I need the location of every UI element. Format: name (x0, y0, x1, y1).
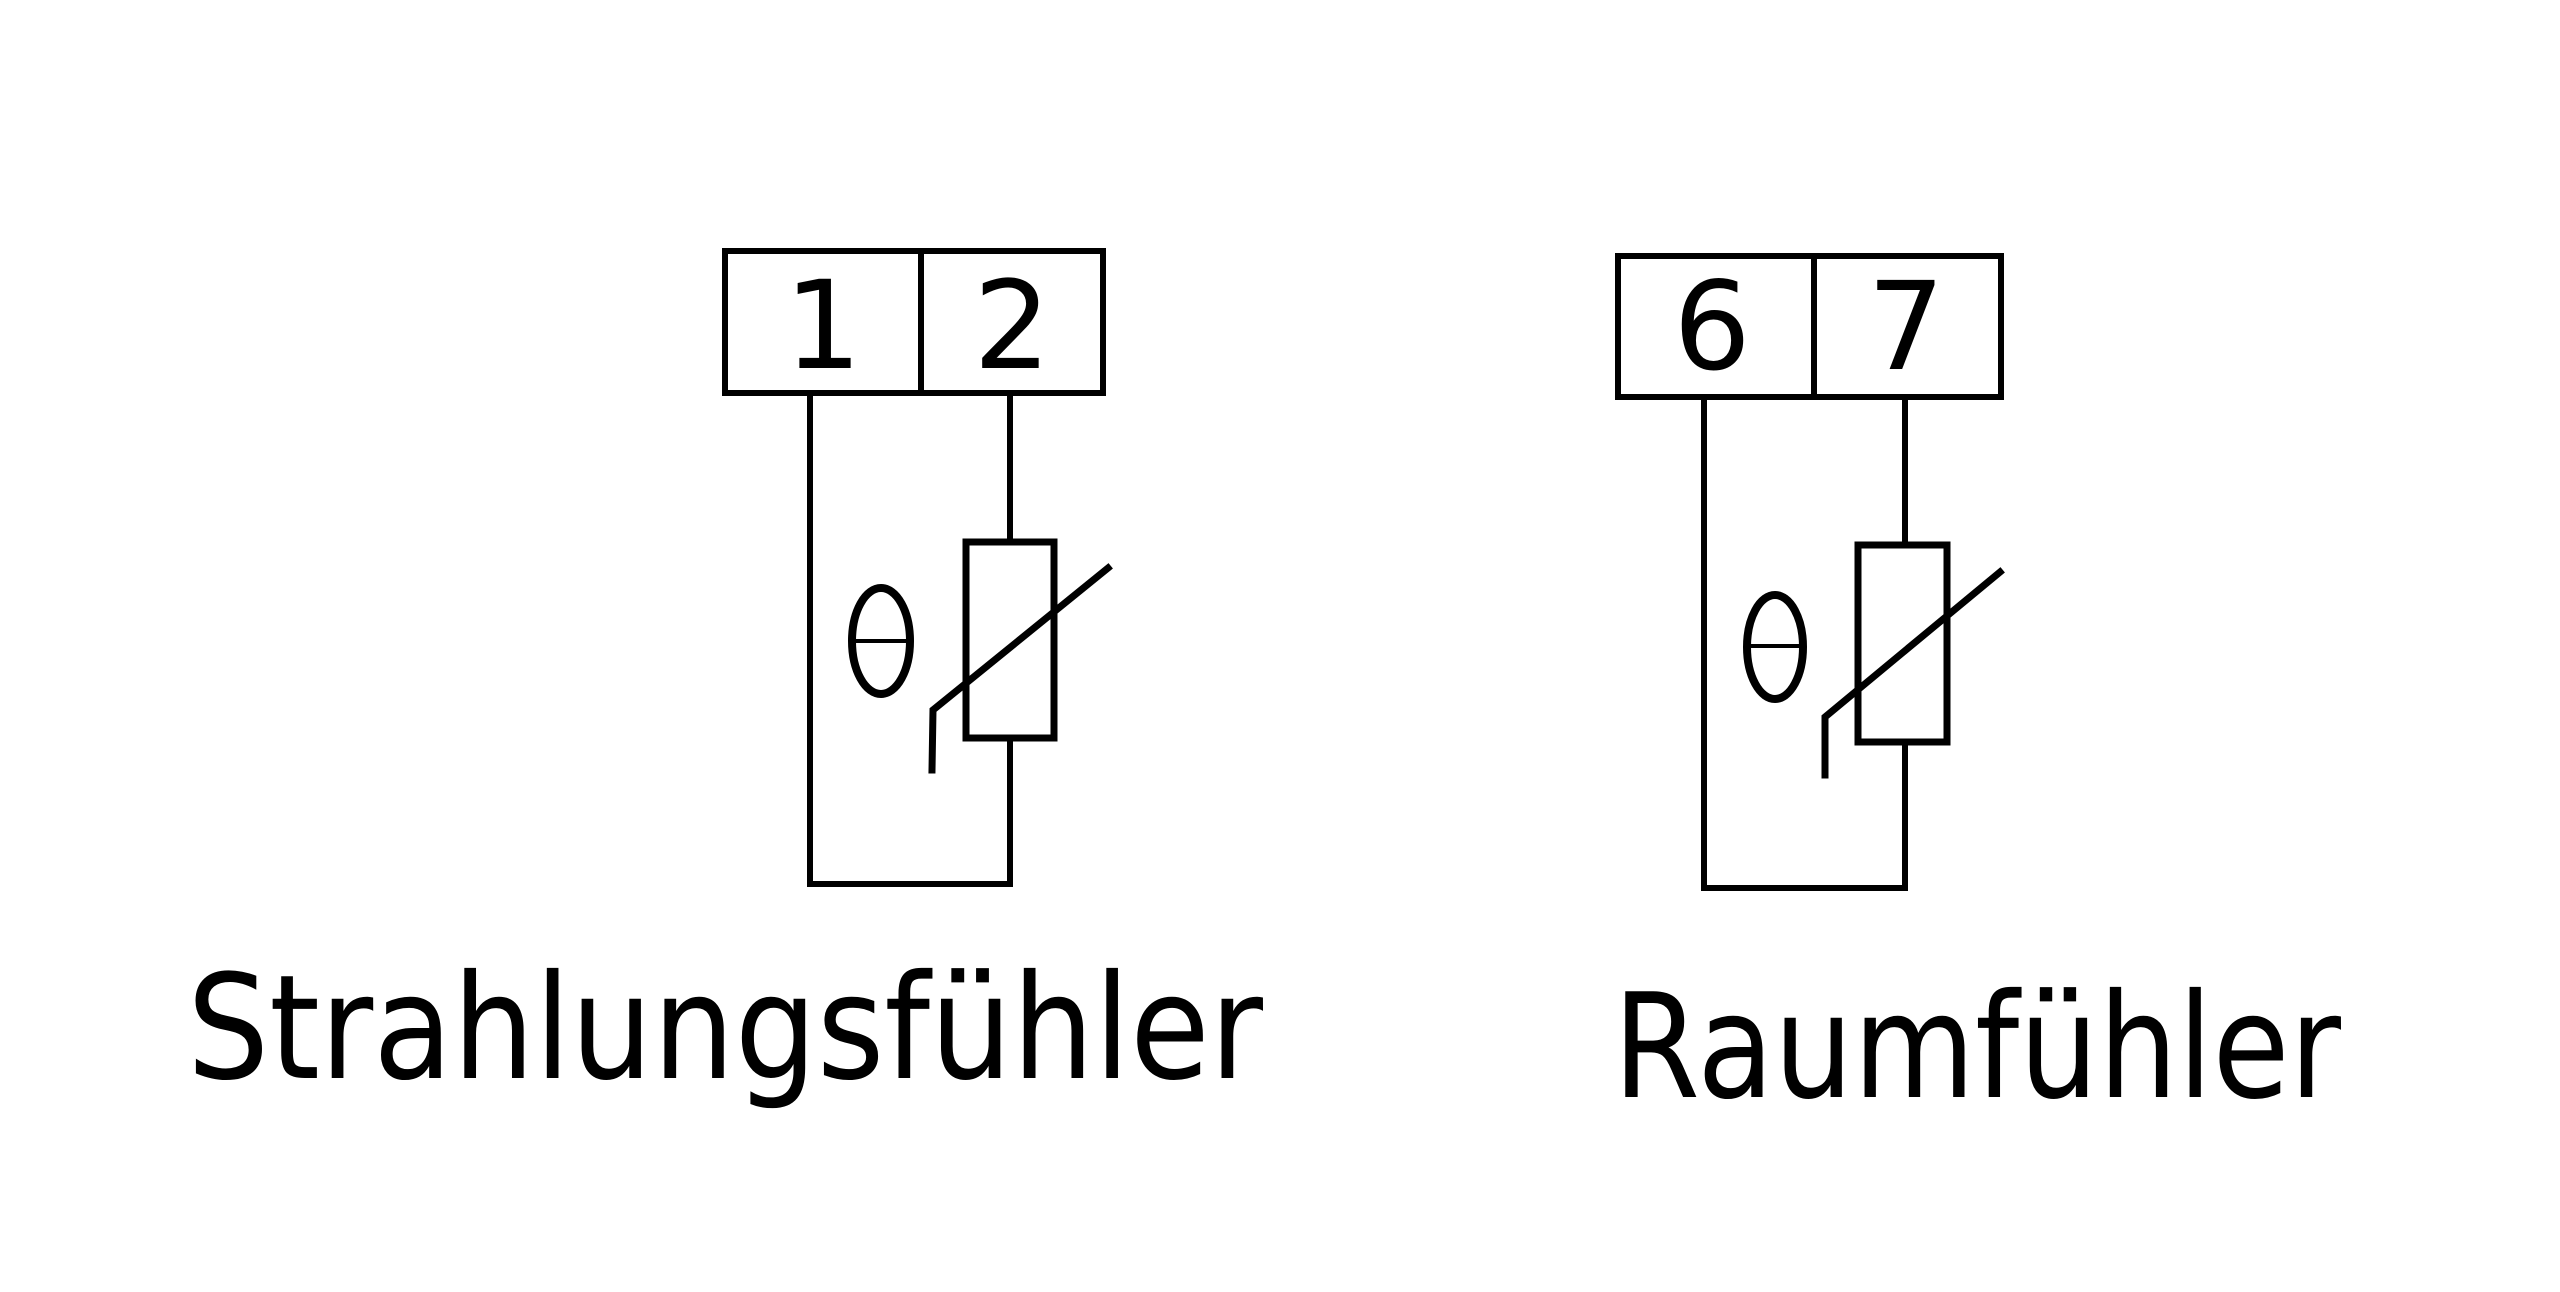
sensor-label: Strahlungsfühler (187, 944, 1263, 1113)
terminal-number: 2 (973, 255, 1051, 397)
thermistor-icon (1821, 541, 2005, 779)
terminal-box: 6 7 (1615, 253, 2004, 400)
terminal-number: 1 (784, 255, 862, 397)
thermistor-diagonal (928, 563, 1113, 774)
wire-terminal1-loop (807, 390, 1013, 887)
theta-icon (1743, 591, 1807, 703)
thermistor-icon (928, 538, 1113, 774)
sensor-circuit-strahlungsfuehler: 1 2 Strahlungsfühler (187, 248, 1263, 1113)
terminal-box: 1 2 (722, 248, 1106, 397)
theta-icon (848, 584, 914, 698)
thermistor-diagonal (1821, 567, 2005, 779)
terminal-number: 6 (1673, 256, 1751, 398)
wire-terminal6-loop (1701, 394, 1908, 891)
terminal-box-outline (1615, 253, 2004, 400)
terminal-box-outline (722, 248, 1106, 396)
thermistor-body (1854, 541, 1951, 746)
terminal-number: 7 (1867, 256, 1945, 398)
thermistor-body (962, 538, 1058, 742)
sensor-circuit-raumfuehler: 6 7 Raumfühler (1613, 253, 2341, 1132)
sensor-label: Raumfühler (1613, 963, 2341, 1132)
